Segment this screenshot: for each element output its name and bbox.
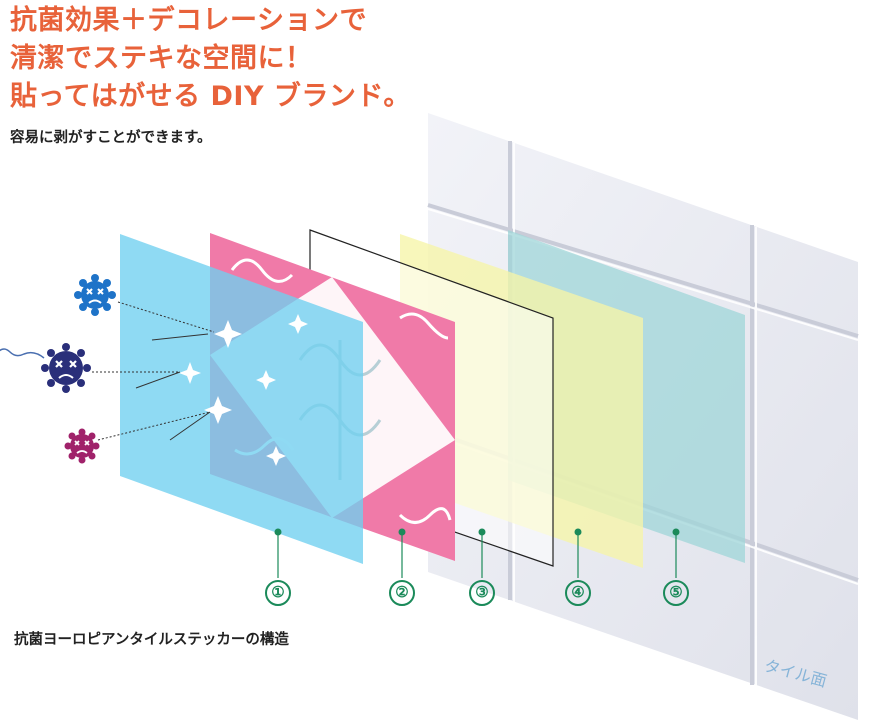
layer-1-sheet — [120, 234, 363, 564]
germ-magenta-icon — [64, 428, 100, 464]
germ-navy-icon — [0, 343, 91, 393]
layer-number-3: ③ — [469, 580, 495, 606]
germ-blue-icon — [74, 274, 116, 316]
germ-lines — [92, 301, 215, 441]
layer-number-4: ④ — [565, 580, 591, 606]
headline-line-2: 清潔でステキな空間に！ — [10, 43, 313, 74]
layer-number-1: ① — [265, 580, 291, 606]
layer-number-5: ⑤ — [663, 580, 689, 606]
leader-dots — [274, 528, 680, 536]
headline-line-3: 貼ってはがせる DIY ブランド。 — [10, 81, 411, 112]
headline-line-1: 抗菌効果＋デコレーションで — [10, 5, 367, 36]
subline: 容易に剥がすことができます。 — [10, 130, 212, 146]
structure-caption: 抗菌ヨーロピアンタイルステッカーの構造 — [14, 632, 289, 648]
sparkle-icons — [179, 314, 308, 466]
leader-lines — [277, 532, 677, 578]
layer-number-2: ② — [389, 580, 415, 606]
headline: 抗菌効果＋デコレーションで 清潔でステキな空間に！ 貼ってはがせる DIY ブラ… — [10, 2, 411, 116]
